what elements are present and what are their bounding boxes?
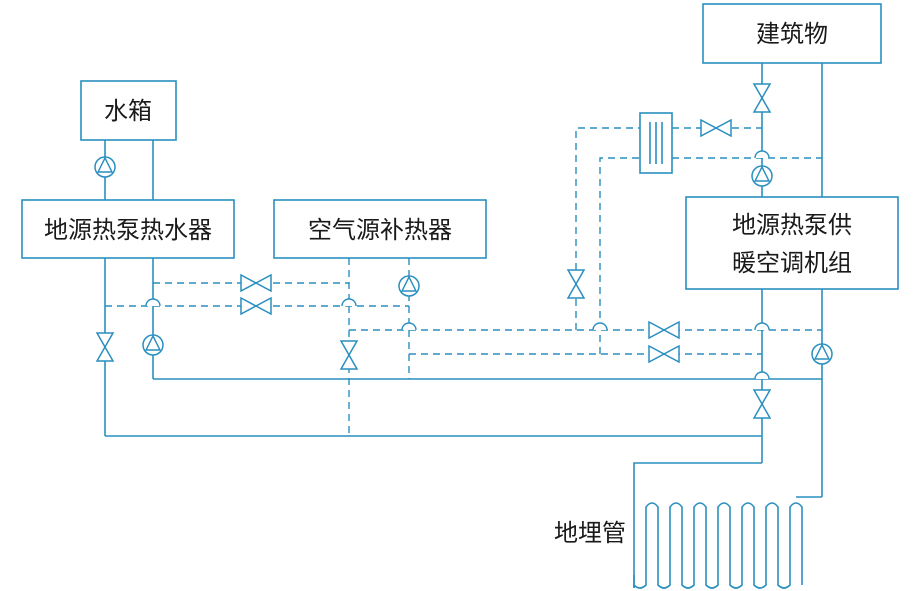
valve-icon: [752, 389, 772, 419]
crossover-hops: [145, 150, 770, 380]
gshp-unit-label-line2: 暖空调机组: [732, 249, 852, 277]
valve-icon: [648, 320, 680, 340]
valve-icon: [339, 340, 359, 370]
valve-icon: [700, 118, 732, 138]
pump-icon: [811, 343, 833, 365]
water-tank-box: 水箱: [80, 80, 177, 141]
valve-icon: [95, 332, 115, 362]
ground-loop-coil: [633, 502, 803, 589]
gshp-water-heater-label: 地源热泵热水器: [44, 216, 212, 244]
air-source-heater-label: 空气源补热器: [308, 216, 452, 244]
valve-icon: [566, 269, 586, 299]
plate-heat-exchanger: [639, 112, 673, 174]
valve-icon: [752, 83, 772, 113]
building-label: 建筑物: [756, 20, 828, 48]
gshp-unit-box: 地源热泵供 暖空调机组: [685, 196, 899, 290]
building-box: 建筑物: [702, 3, 882, 64]
ground-pipe-label: 地埋管: [554, 519, 626, 547]
valve-icon: [240, 296, 272, 316]
pump-icon: [142, 334, 164, 356]
pump-icon: [398, 275, 420, 297]
air-source-heater-box: 空气源补热器: [273, 199, 487, 259]
pump-icon: [94, 156, 116, 178]
gshp-water-heater-box: 地源热泵热水器: [21, 199, 235, 259]
pump-icon: [751, 165, 773, 187]
gshp-unit-label-line1: 地源热泵供: [732, 211, 852, 239]
valve-icon: [648, 344, 680, 364]
solid-pipes: [104, 63, 823, 588]
valve-icon: [240, 273, 272, 293]
water-tank-label: 水箱: [104, 97, 152, 125]
